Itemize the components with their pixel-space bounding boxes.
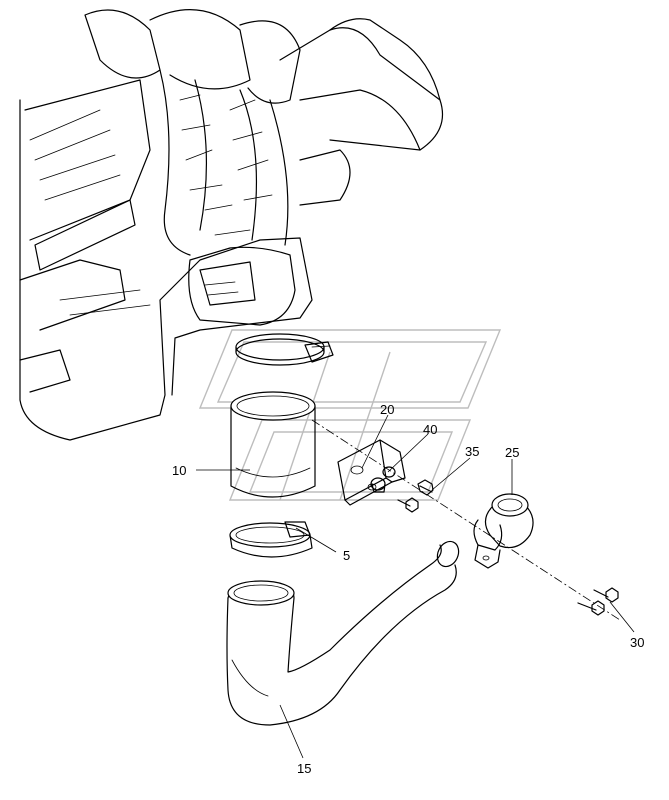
mounting-bracket bbox=[337, 439, 406, 506]
callout-5: 5 bbox=[343, 548, 350, 563]
bolt-30 bbox=[577, 587, 619, 616]
engine-block bbox=[19, 9, 444, 441]
callout-40: 40 bbox=[423, 422, 437, 437]
leader-lines bbox=[196, 414, 635, 759]
curved-hose bbox=[226, 540, 460, 726]
callout-25: 25 bbox=[505, 445, 519, 460]
lower-hose-clamp bbox=[229, 521, 313, 558]
upper-hose-clamp bbox=[235, 333, 334, 366]
callout-20: 20 bbox=[380, 402, 394, 417]
callout-15: 15 bbox=[297, 761, 311, 776]
connector-tube bbox=[230, 391, 316, 498]
support-clamp bbox=[473, 493, 534, 569]
nut-washer bbox=[370, 466, 396, 493]
callout-35: 35 bbox=[465, 444, 479, 459]
callout-30: 30 bbox=[630, 635, 644, 650]
watermark-logo bbox=[198, 329, 502, 501]
bolt-35 bbox=[397, 479, 434, 513]
callout-10: 10 bbox=[172, 463, 186, 478]
assembly-centerline bbox=[311, 419, 621, 621]
